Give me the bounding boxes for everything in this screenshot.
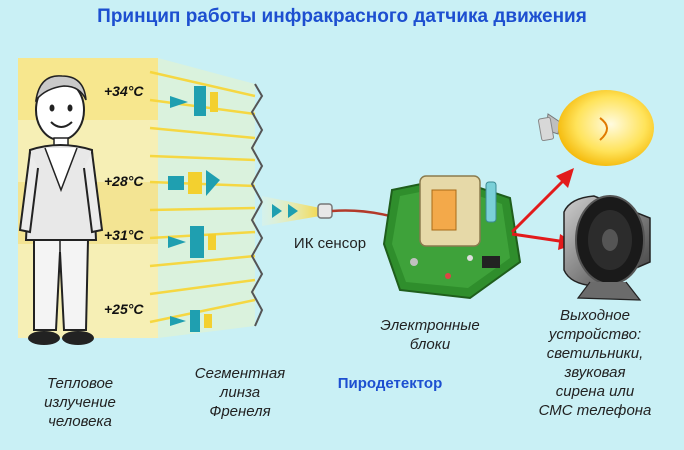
pyrodetector-label: Пиродетектор [337,375,443,392]
light-bulb-icon [537,90,654,166]
human-radiation-label: Тепловое излучение человека [44,375,116,430]
temperature-labels: +34°C +28°C +31°C +25°C [104,83,144,317]
person-icon [18,75,104,345]
fresnel-lens-label: Сегментная линза Френеля [194,365,286,420]
temp-label-4: +25°C [104,301,144,317]
lens-segments [168,86,220,332]
output-device-label: Выходное устройство: светильники, звуков… [538,307,652,419]
electronic-blocks-label: Электронные блоки [380,317,480,353]
siren-speaker-icon [563,195,651,301]
temp-label-3: +31°C [104,227,144,243]
sensor-label: ИК сенсор [293,235,367,252]
temp-label-1: +34°C [104,83,144,99]
page-title: Принцип работы инфракрасного датчика дви… [97,6,587,27]
circuit-board-icon [382,175,522,300]
focus-beam [262,196,320,226]
temp-label-2: +28°C [104,173,144,189]
